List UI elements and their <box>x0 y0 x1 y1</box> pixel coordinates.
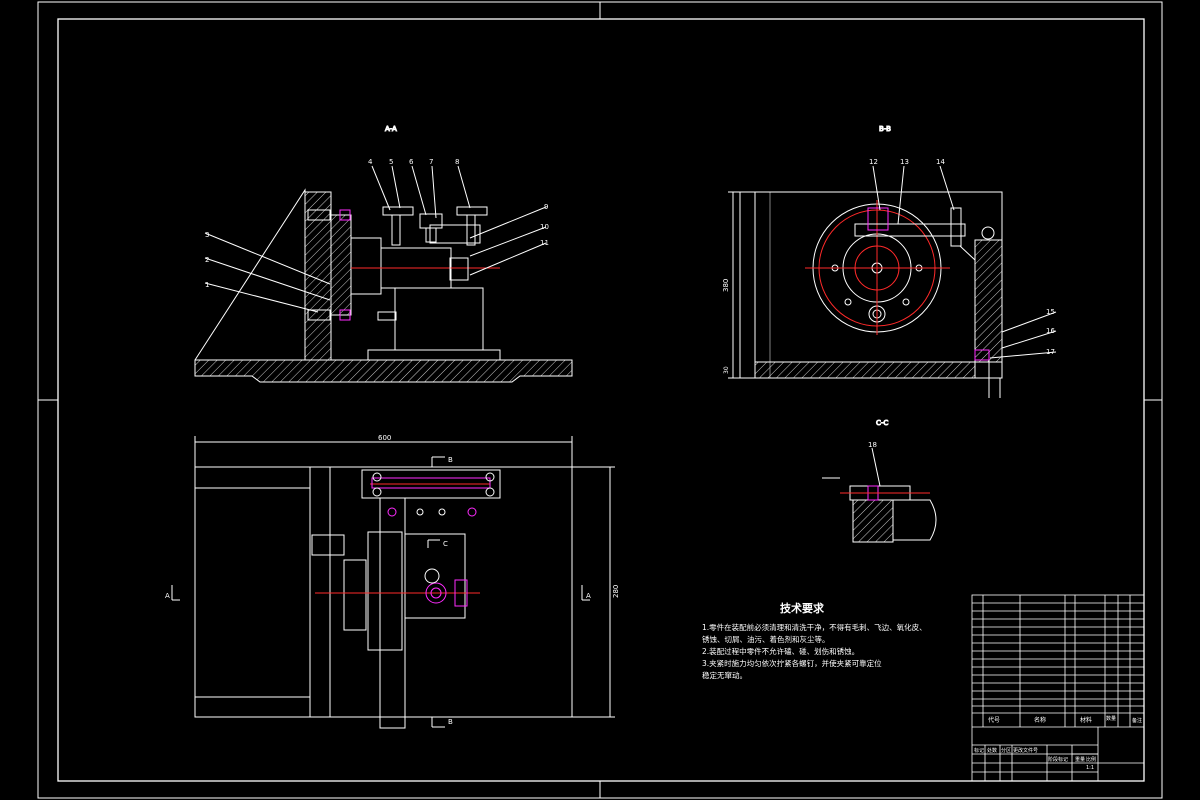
weight-label: 重量 <box>1075 756 1085 763</box>
section-mark-a-right: A <box>586 592 591 600</box>
view-label-b-b: B-B <box>879 125 891 133</box>
dim-280: 280 <box>612 585 620 598</box>
view-label-c-c: C-C <box>876 419 888 427</box>
technical-requirements: 技术要求 1.零件在装配前必须清理和清洗干净，不得有毛刺、飞边、氧化皮、 锈蚀、… <box>702 600 942 682</box>
header-qty: 数量 <box>1106 715 1116 722</box>
section-mark-b-bottom: B <box>448 718 453 726</box>
balloon-14: 14 <box>936 158 945 166</box>
balloon-7: 7 <box>429 158 433 166</box>
view-a-a: A-A <box>194 125 573 383</box>
balloon-11: 11 <box>540 239 549 247</box>
balloon-15: 15 <box>1046 308 1055 316</box>
sheet-border <box>37 1 1163 799</box>
balloon-16: 16 <box>1046 327 1055 335</box>
balloon-3: 3 <box>205 231 209 239</box>
balloon-4: 4 <box>368 158 373 166</box>
view-c-c: C-C <box>822 419 937 543</box>
header-name: 名称 <box>1034 716 1046 724</box>
sign-mark: 标记 <box>974 747 984 754</box>
balloon-17: 17 <box>1046 348 1055 356</box>
sign-count: 处数 <box>987 747 997 754</box>
balloon-8: 8 <box>455 158 459 166</box>
balloon-12: 12 <box>869 158 878 166</box>
top-view-labels: 600 280 B B A A C <box>165 434 620 726</box>
technical-requirements-title: 技术要求 <box>780 602 824 615</box>
balloon-6: 6 <box>409 158 414 166</box>
balloon-9: 9 <box>544 203 548 211</box>
dim-380: 380 <box>722 279 730 292</box>
balloons-a-a: 1 2 3 4 5 6 7 8 9 10 11 <box>205 158 549 289</box>
section-mark-c: C <box>443 540 448 548</box>
view-label-a-a: A-A <box>385 125 397 133</box>
requirement-line-1: 1.零件在装配前必须清理和清洗干净，不得有毛刺、飞边、氧化皮、 <box>702 623 927 632</box>
header-code: 代号 <box>988 716 1000 724</box>
balloon-2: 2 <box>205 256 209 264</box>
balloon-1: 1 <box>205 281 209 289</box>
stage-label: 阶段标记 <box>1048 756 1068 763</box>
scale-value: 1:1 <box>1086 765 1094 771</box>
sign-file: 更改文件号 <box>1013 747 1038 754</box>
section-mark-a-left: A <box>165 592 170 600</box>
balloon-18: 18 <box>868 441 877 449</box>
requirement-line-2: 锈蚀、切屑、油污、着色剂和灰尘等。 <box>702 635 830 644</box>
balloons-b-b: 12 13 14 15 16 17 380 30 <box>722 158 1055 374</box>
dim-600: 600 <box>378 434 391 442</box>
requirement-line-4: 3.夹紧时施力均匀依次拧紧各螺钉，并使夹紧可靠定位 <box>702 659 882 668</box>
requirement-line-3: 2.装配过程中零件不允许磕、碰、划伤和锈蚀。 <box>702 647 860 656</box>
title-block-text: 代号 名称 材料 数量 备注 标记 处数 分区 更改文件号 阶段标记 重量 比例… <box>974 715 1142 771</box>
balloon-13: 13 <box>900 158 909 166</box>
balloon-10: 10 <box>540 223 549 231</box>
view-b-b: B-B <box>728 125 1057 398</box>
header-material: 材料 <box>1080 716 1092 724</box>
view-top <box>171 436 615 729</box>
sign-zone: 分区 <box>1001 747 1011 754</box>
header-note: 备注 <box>1132 717 1142 724</box>
dim-30: 30 <box>723 366 730 374</box>
scale-label: 比例 <box>1086 756 1096 763</box>
balloon-5: 5 <box>389 158 393 166</box>
requirement-line-5: 稳定无窜动。 <box>702 671 747 680</box>
section-mark-b-top: B <box>448 456 453 464</box>
title-block <box>971 594 1145 782</box>
